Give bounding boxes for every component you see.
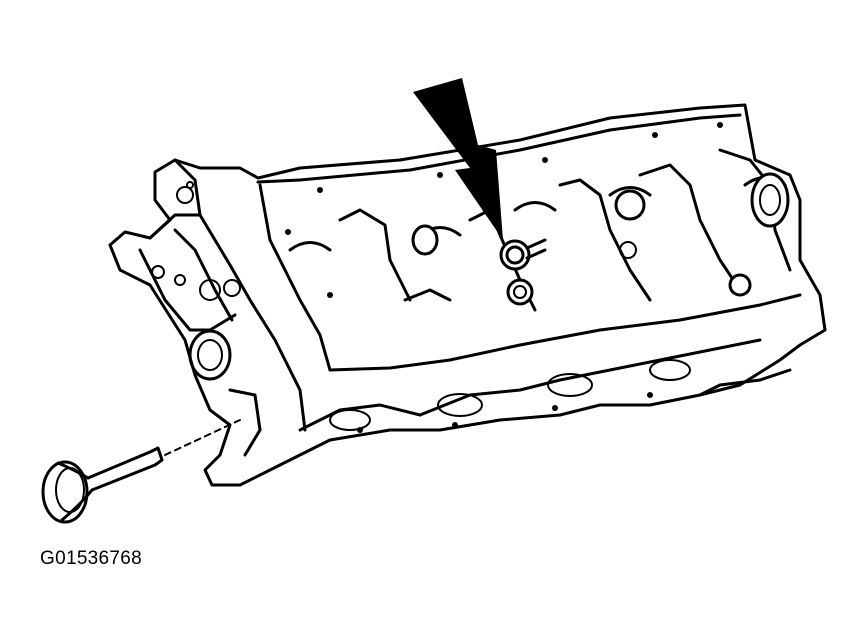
intake-valve-drawing xyxy=(41,419,241,524)
figure-caption: G01536768 xyxy=(40,548,143,569)
arrow-indicator xyxy=(413,78,503,240)
cylinder-head-drawing xyxy=(108,103,827,487)
